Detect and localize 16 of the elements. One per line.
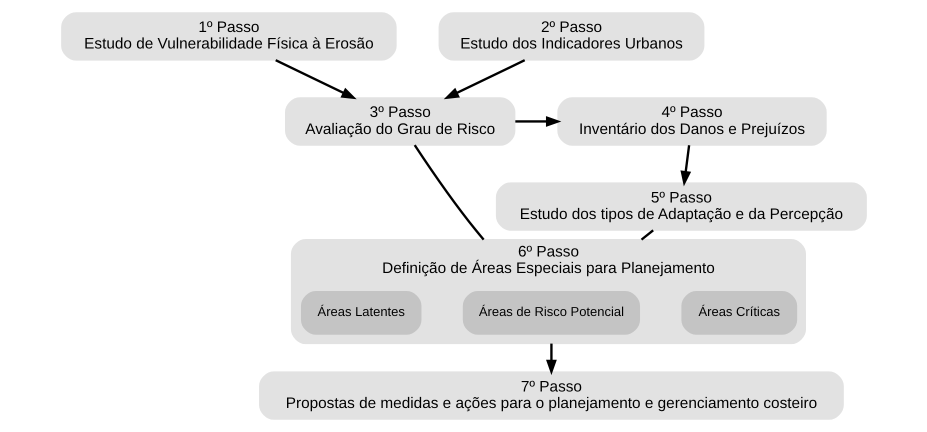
- node-box: Áreas Críticas: [680, 291, 797, 335]
- arrow: [274, 59, 356, 100]
- node-box: 7º Passo Propostas de medidas e ações para o planejamento e gerenciamento costeiro: [258, 371, 844, 420]
- connector: [413, 144, 484, 240]
- connector: [640, 229, 654, 241]
- arrow: [546, 344, 556, 376]
- arrow: [514, 116, 561, 127]
- node-box: 1º Passo Estudo de Vulnerabilidade Física à Erosão: [60, 12, 396, 61]
- node-box: 3º Passo Avaliação do Grau de Risco: [284, 97, 515, 146]
- arrow: [680, 145, 691, 186]
- node-box: Áreas Latentes: [300, 291, 421, 335]
- node-box: 2º Passo Estudo dos Indicadores Urbanos: [438, 12, 704, 61]
- node-box: 4º Passo Inventário dos Danos e Prejuízos: [556, 97, 826, 146]
- node-box: 5º Passo Estudo dos tipos de Adaptação e da Percepção: [495, 182, 866, 231]
- arrow: [443, 59, 525, 100]
- node-box: Áreas de Risco Potencial: [462, 291, 640, 335]
